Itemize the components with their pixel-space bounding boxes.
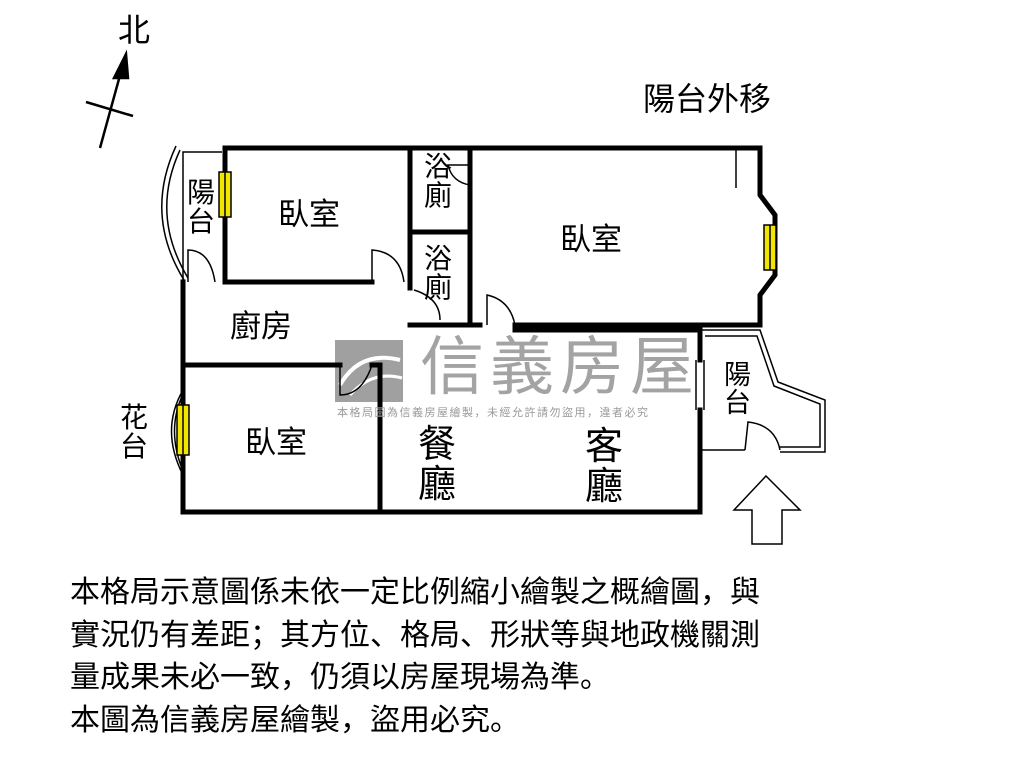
watermark-brand: 信義房屋 — [420, 331, 700, 405]
room-bath-1: 浴廁 — [424, 150, 453, 213]
label-balcony-moved: 陽台外移 — [643, 80, 772, 118]
watermark-notice: 本格局圖為信義房屋繪製，未經允許請勿盜用，違者必究 — [337, 406, 650, 419]
room-balcony-right: 陽台 — [724, 360, 751, 420]
disclaimer-notes: 本格局示意圖係未依一定比例縮小繪製之概繪圖，與 實況仍有差距；其方位、格局、形狀… — [70, 572, 760, 742]
room-bath-2: 浴廁 — [424, 242, 453, 305]
watermark-logo — [335, 340, 403, 402]
walls — [180, 145, 778, 515]
windows — [176, 171, 777, 456]
room-balcony-left: 陽台 — [187, 176, 216, 239]
north-label: 北 — [118, 11, 151, 49]
north-arrow-icon — [85, 49, 134, 149]
note-line: 本格局示意圖係未依一定比例縮小繪製之概繪圖，與 — [70, 575, 760, 610]
room-bedroom-top-left: 臥室 — [278, 197, 340, 233]
room-bedroom-bottom-left: 臥室 — [245, 425, 307, 461]
room-dining: 餐廳 — [418, 422, 457, 506]
entrance-arrow-icon — [732, 474, 802, 545]
room-flower-bed: 花台 — [120, 401, 149, 464]
thin-lines — [161, 145, 826, 476]
note-line: 實況仍有差距；其方位、格局、形狀等與地政機關測 — [70, 617, 760, 653]
room-kitchen: 廚房 — [230, 309, 292, 345]
note-line: 本圖為信義房屋繪製，盜用必究。 — [70, 702, 520, 738]
room-living: 客廳 — [585, 424, 624, 508]
room-bedroom-master: 臥室 — [560, 222, 622, 258]
note-line: 量成果未必一致，仍須以房屋現場為準。 — [70, 660, 610, 695]
